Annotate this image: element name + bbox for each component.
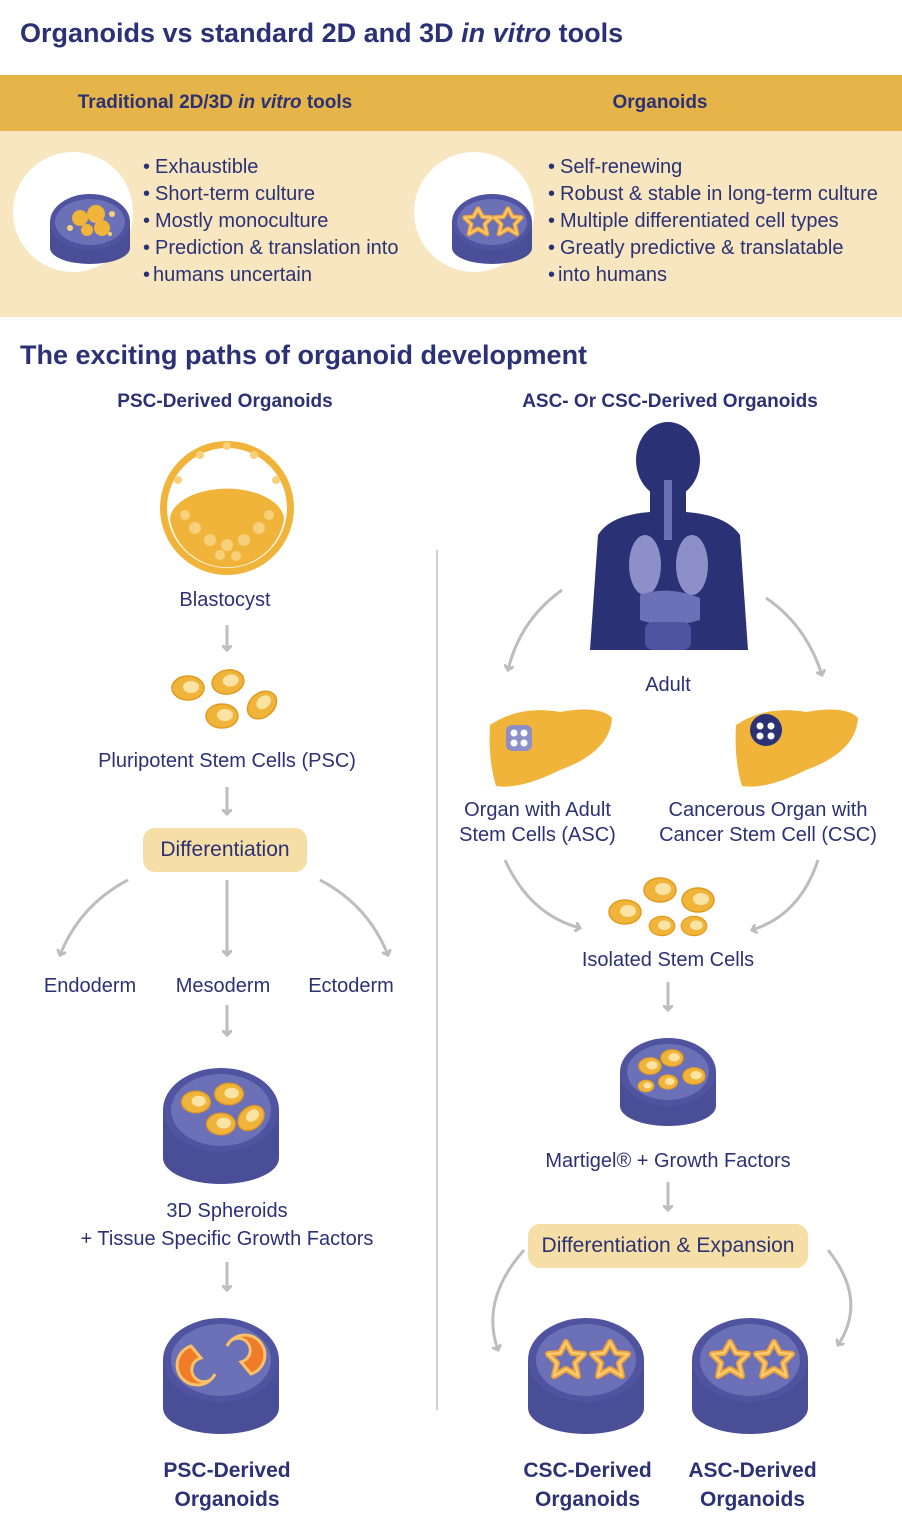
csc-organoid-dish-icon [528,1318,644,1434]
pluripotent-cells-icon [171,666,283,729]
csc-result-line2: Organoids [534,1488,640,1511]
human-silhouette-icon [590,422,748,650]
bullet-item: Mostly monoculture [143,208,398,235]
organ-asc-icon [489,709,612,787]
blastocyst-label: Blastocyst [179,589,271,611]
paths-title: The exciting paths of organoid developme… [20,340,588,370]
organ-asc-label-line2: Stem Cells (ASC) [459,824,616,846]
differentiation-expansion-pill: Differentiation & Expansion [528,1224,808,1268]
bullet-continuation: humans uncertain [143,262,398,289]
bullet-continuation: into humans [548,262,878,289]
psc-result-line2: Organoids [174,1488,280,1511]
bullet-item: Exhaustible [143,154,398,181]
asc-result-line2: Organoids [699,1488,805,1511]
traditional-header-suffix: tools [301,92,353,113]
organoids-header: Organoids [612,92,708,113]
asc-result-line1: ASC-Derived [688,1459,817,1482]
organoids-bullets: Self-renewing Robust & stable in long-te… [548,154,878,289]
csc-result-line1: CSC-Derived [523,1459,652,1482]
adult-label: Adult [645,674,691,696]
bullet-item: Robust & stable in long-term culture [548,181,878,208]
mesoderm-label: Mesoderm [175,975,271,997]
traditional-header: Traditional 2D/3D in vitro tools [20,92,410,114]
martigel-dish-icon [620,1038,716,1126]
psc-organoid-dish-icon [163,1318,279,1434]
spheroids-label-line1: 3D Spheroids [166,1200,288,1222]
isolated-cells-icon [608,877,715,937]
comparison-title: Organoids vs standard 2D and 3D in vitro… [20,18,623,49]
comparison-header-band [0,75,902,131]
differentiation-pill: Differentiation [143,828,307,872]
endoderm-label: Endoderm [43,975,137,997]
comparison-title-suffix: tools [551,18,624,48]
spheroids-label-line2: + Tissue Specific Growth Factors [80,1228,374,1250]
organ-asc-label-line1: Organ with Adult [464,799,611,821]
traditional-header-prefix: Traditional 2D/3D [77,92,239,113]
ectoderm-label: Ectoderm [308,975,394,997]
bullet-item: Greatly predictive & translatable [548,235,878,262]
comparison-title-italic: in vitro [461,18,552,48]
spheroid-dish-icon [163,1068,279,1184]
bullet-item: Multiple differentiated cell types [548,208,878,235]
traditional-dish-icon [13,152,133,272]
bullet-item: Self-renewing [548,154,878,181]
organ-csc-icon [735,709,858,787]
isolated-cells-label: Isolated Stem Cells [581,949,755,971]
martigel-label: Martigel® + Growth Factors [545,1150,791,1172]
asc-heading: ASC- Or CSC-Derived Organoids [522,391,818,412]
blastocyst-icon [160,441,294,575]
psc-label: Pluripotent Stem Cells (PSC) [98,750,356,772]
psc-heading: PSC-Derived Organoids [117,391,333,412]
bullet-item: Prediction & translation into [143,235,398,262]
psc-result-line1: PSC-Derived [163,1459,291,1482]
organ-csc-label-line2: Cancer Stem Cell (CSC) [659,824,877,846]
organ-csc-label-line1: Cancerous Organ with [668,799,868,821]
asc-organoid-dish-icon [692,1318,808,1434]
traditional-header-italic: in vitro [238,92,302,113]
bullet-item: Short-term culture [143,181,398,208]
organoid-dish-icon [414,152,534,272]
comparison-title-prefix: Organoids vs standard 2D and 3D [20,18,462,48]
traditional-bullets: Exhaustible Short-term culture Mostly mo… [143,154,398,289]
